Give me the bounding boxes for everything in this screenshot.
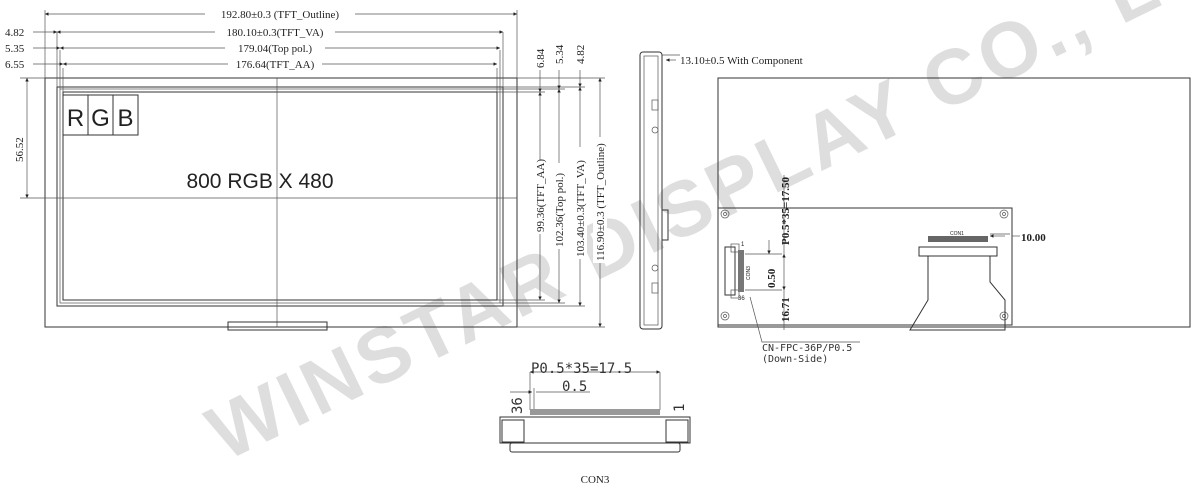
tft-va <box>56 86 504 307</box>
rgb-cells: R G B <box>62 94 139 136</box>
dim-tft-va-height: 103.40±0.3(TFT_VA) <box>575 160 587 257</box>
side-view: 13.10±0.5 With Component <box>639 51 803 330</box>
tft-outline <box>44 77 518 328</box>
connector-top-label: CON1 <box>950 231 964 237</box>
dim-aa-offset: 6.55 <box>5 59 25 71</box>
resolution-label: 800 RGB X 480 <box>186 170 333 193</box>
dim-tft-aa-height: 99.36(TFT_AA) <box>535 159 547 232</box>
dim-offset: 16.71 <box>780 297 792 322</box>
dim-pin-pitch: 0.50 <box>766 268 778 288</box>
con3-pitch-total: P0.5*35=17.5 <box>531 361 632 377</box>
front-view: R G B 800 RGB X 480 192.80±0.3 (TFT_Outl… <box>5 7 607 331</box>
dim-4-82: 4.82 <box>575 45 587 64</box>
dim-6-84: 6.84 <box>535 48 547 68</box>
dim-left-56-52: 56.52 <box>14 137 26 162</box>
dim-va-offset: 4.82 <box>5 27 24 39</box>
dim-5-34: 5.34 <box>554 44 566 64</box>
rgb-cell-r: R <box>67 105 84 132</box>
dim-tft-va-width: 180.10±0.3(TFT_VA) <box>227 27 324 39</box>
dim-top-pol-height: 102.36(Top pol.) <box>554 173 566 247</box>
rgb-cell-g: G <box>91 105 110 132</box>
connector-small-label: CON3 <box>746 266 752 280</box>
dim-tft-outline-height: 116.90±0.3 (TFT_Outline) <box>595 143 607 261</box>
top-polarizer <box>59 88 501 304</box>
dim-right-10: 10.00 <box>1021 232 1046 244</box>
dim-pol-offset: 5.35 <box>5 43 25 55</box>
dim-thickness: 13.10±0.5 With Component <box>680 55 803 67</box>
dim-tft-aa-width: 176.64(TFT_AA) <box>236 59 315 71</box>
back-view: 1 36 CON3 P0.5*35=17.50 0.50 16.71 CN-FP… <box>717 77 1191 365</box>
tft-aa <box>62 91 498 301</box>
dim-pitch-total: P0.5*35=17.50 <box>780 177 792 245</box>
con3-detail: P0.5*35=17.5 0.5 36 1 CON3 <box>499 361 691 486</box>
rgb-cell-b: B <box>117 105 133 132</box>
pin36-label: 36 <box>738 296 745 302</box>
con3-pin-first: 36 <box>510 397 526 414</box>
watermark: WINSTAR DISPLAY CO., LTD. <box>194 0 1200 477</box>
con3-pitch: 0.5 <box>562 379 587 395</box>
fpc-label: CN-FPC-36P/P0.5 <box>762 343 852 354</box>
bottom-tab <box>227 321 328 331</box>
con3-pins <box>530 409 660 415</box>
con3-title: CON3 <box>581 474 610 486</box>
dim-tft-outline-width: 192.80±0.3 (TFT_Outline) <box>221 9 340 21</box>
fpc-side-label: (Down-Side) <box>762 354 828 365</box>
con3-pin-last: 1 <box>672 404 688 412</box>
dim-top-pol-width: 179.04(Top pol.) <box>238 43 312 55</box>
pin1-label: 1 <box>741 242 745 248</box>
